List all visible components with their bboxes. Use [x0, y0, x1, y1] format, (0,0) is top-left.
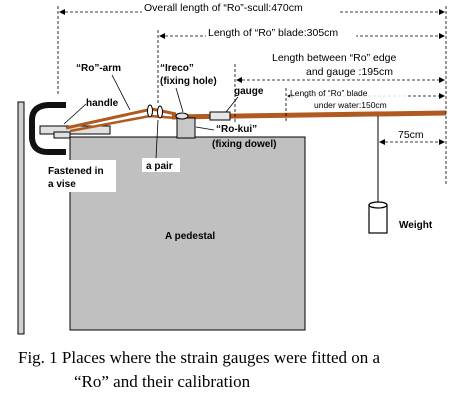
vise-clamp	[29, 102, 66, 155]
gauge-leader	[225, 96, 239, 113]
overall-length-label: Overall length of “Ro”-scull:470cm	[144, 2, 303, 14]
a-pair-label: a pair	[146, 161, 173, 172]
fastened-label-line2: a vise	[48, 179, 76, 190]
gauge-label: gauge	[234, 86, 264, 97]
underwater-label-line1: Length of “Ro” blade	[290, 88, 368, 98]
fastened-label-line1: Fastened in	[48, 166, 104, 177]
ro-kui-dowel	[176, 117, 196, 139]
handle-leader	[63, 103, 87, 125]
strain-gauge	[209, 111, 231, 121]
ro-arm-label: “Ro”-arm	[76, 63, 121, 74]
pair-gauge-right	[157, 105, 163, 119]
underwater-label-line2: under water:150cm	[314, 100, 387, 110]
ro-kui-leader	[195, 126, 215, 131]
overall-length-label-bg	[142, 0, 338, 14]
ro-arm-leader	[111, 74, 131, 111]
vertical-post	[17, 101, 25, 335]
ireco-leader	[175, 87, 184, 113]
ro-kui-label-line1: “Ro-kui”	[216, 124, 257, 135]
underwater-label-bg	[290, 89, 408, 111]
a-pair-leader	[155, 119, 159, 159]
ro-calibration-diagram: A pedestal Fastened in a vise Weight Ove…	[17, 0, 447, 335]
dist-75-label: 75cm	[398, 129, 424, 141]
vise-label-box	[44, 160, 116, 192]
ireco-hole	[175, 112, 189, 120]
weight-label: Weight	[399, 220, 433, 231]
pair-gauge-left	[147, 104, 153, 118]
caption-line-1: Fig. 1 Places where the strain gauges we…	[18, 348, 381, 367]
weight-top	[368, 201, 388, 209]
handle-label: handle	[86, 98, 119, 109]
handle-block-base	[53, 131, 71, 139]
ireco-label-line2: (fixing hole)	[160, 76, 217, 87]
a-pair-label-bg	[142, 158, 180, 172]
caption-line-2: “Ro” and their calibration	[74, 372, 251, 391]
blade-length-label-bg	[206, 25, 356, 39]
figure-caption: Fig. 1 Places where the strain gauges we…	[18, 346, 458, 394]
ro-kui-label-line2: (fixing dowel)	[212, 139, 276, 150]
pedestal-label: A pedestal	[165, 231, 215, 242]
edge-gauge-label-line2: and gauge :195cm	[306, 66, 393, 78]
edge-gauge-label-line1: Length between “Ro” edge	[272, 52, 396, 64]
blade-length-label: Length of “Ro” blade:305cm	[208, 27, 338, 39]
weight	[368, 204, 388, 234]
ireco-label-line1: “Ireco”	[160, 63, 194, 74]
